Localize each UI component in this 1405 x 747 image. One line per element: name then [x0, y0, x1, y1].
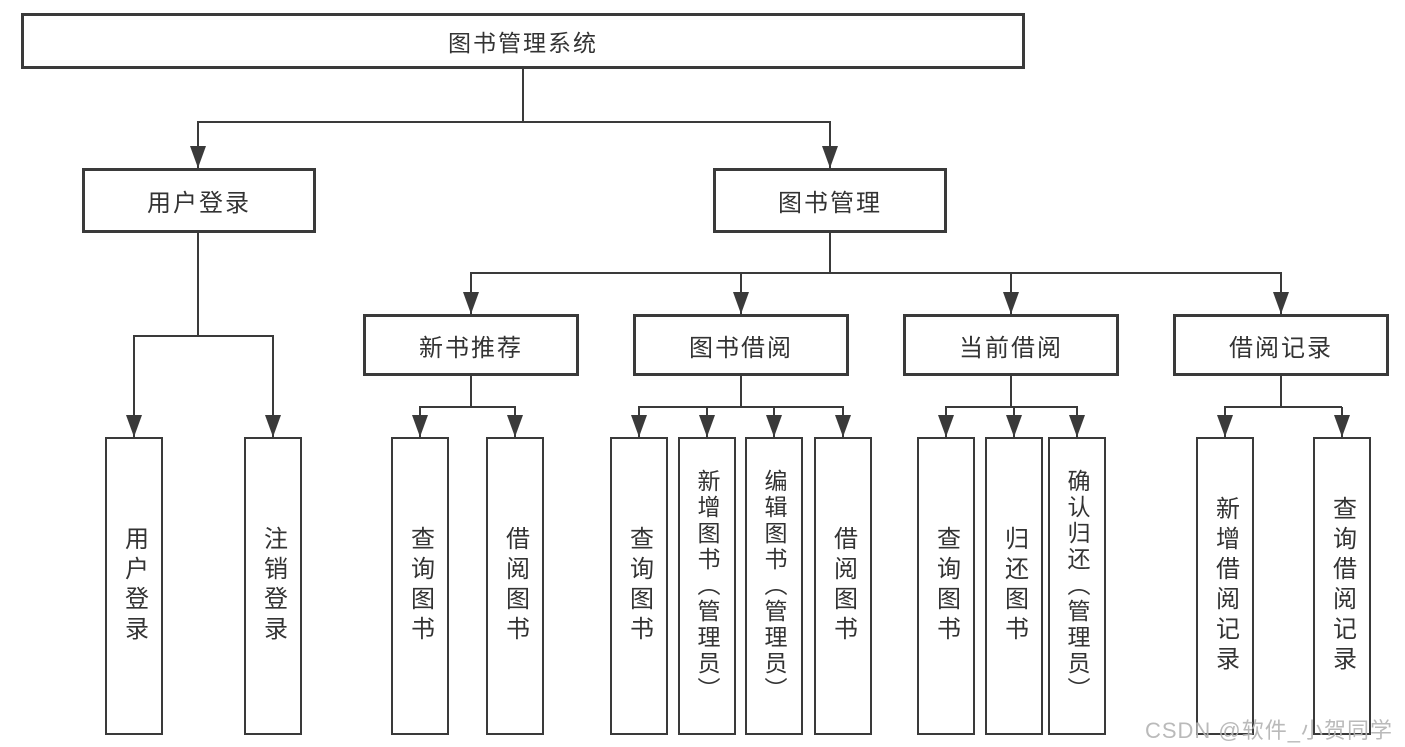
connector-stem: [1280, 376, 1282, 407]
arrowhead-down-icon: [463, 292, 479, 314]
connector-stem: [197, 122, 199, 168]
node-label: 归还图书: [1000, 526, 1028, 646]
arrowhead-down-icon: [507, 415, 523, 437]
connector-bus: [638, 406, 844, 408]
node-label: 用户登录: [147, 190, 251, 217]
connector-level3-bus: [470, 272, 1282, 274]
node-label: 注销登录: [259, 526, 287, 646]
node-label: 借阅记录: [1229, 334, 1333, 362]
node-logout: 注销登录: [244, 437, 302, 735]
node-label: 查询图书: [625, 526, 653, 646]
connector-stem: [740, 376, 742, 407]
arrowhead-down-icon: [766, 415, 782, 437]
connector-stem: [133, 336, 135, 437]
connector-stem: [272, 336, 274, 437]
arrowhead-down-icon: [1069, 415, 1085, 437]
watermark-text: CSDN @软件_小贺同学: [1144, 718, 1393, 743]
node-label: 当前借阅: [959, 334, 1063, 362]
node-label: 图书管理: [778, 190, 882, 217]
connector-bus: [945, 406, 1078, 408]
node-current-confirm-return-admin: 确认归还（管理员）: [1048, 437, 1106, 735]
node-borrow-query-books: 查询图书: [610, 437, 668, 735]
connector-bus: [133, 335, 274, 337]
node-label: 新书推荐: [419, 334, 523, 362]
node-label: 借阅图书: [501, 526, 529, 646]
arrowhead-down-icon: [1003, 292, 1019, 314]
node-records-add-record: 新增借阅记录: [1196, 437, 1254, 735]
node-book-borrow: 图书借阅: [633, 314, 849, 376]
node-borrow-edit-books-admin: 编辑图书（管理员）: [745, 437, 803, 735]
node-label: 编辑图书（管理员）: [761, 469, 787, 703]
connector-bus: [419, 406, 516, 408]
connector-stem: [197, 233, 199, 336]
node-current-query-books: 查询图书: [917, 437, 975, 735]
node-current-borrow: 当前借阅: [903, 314, 1119, 376]
connector-stem: [829, 122, 831, 168]
arrowhead-down-icon: [699, 415, 715, 437]
node-label: 图书管理系统: [448, 30, 598, 56]
node-label: 查询借阅记录: [1328, 496, 1356, 676]
node-label: 用户登录: [120, 526, 148, 646]
arrowhead-down-icon: [631, 415, 647, 437]
node-library-system: 图书管理系统: [21, 13, 1025, 69]
arrowhead-down-icon: [822, 146, 838, 168]
arrowhead-down-icon: [190, 146, 206, 168]
node-user-login-leaf: 用户登录: [105, 437, 163, 735]
arrowhead-down-icon: [938, 415, 954, 437]
arrowhead-down-icon: [265, 415, 281, 437]
arrowhead-down-icon: [412, 415, 428, 437]
node-label: 图书借阅: [689, 334, 793, 362]
connector-stem: [1010, 376, 1012, 407]
node-label: 确认归还（管理员）: [1064, 469, 1090, 703]
node-book-management: 图书管理: [713, 168, 947, 233]
node-newbook-borrow-books: 借阅图书: [486, 437, 544, 735]
connector-stem: [829, 233, 831, 273]
node-borrow-borrow-books: 借阅图书: [814, 437, 872, 735]
connector-stem: [470, 376, 472, 407]
node-label: 新增图书（管理员）: [694, 469, 720, 703]
node-newbook-query-books: 查询图书: [391, 437, 449, 735]
node-current-return-books: 归还图书: [985, 437, 1043, 735]
arrowhead-down-icon: [1273, 292, 1289, 314]
arrowhead-down-icon: [733, 292, 749, 314]
node-label: 查询图书: [932, 526, 960, 646]
node-label: 查询图书: [406, 526, 434, 646]
connector-root-stem: [522, 69, 524, 122]
node-label: 借阅图书: [829, 526, 857, 646]
arrowhead-down-icon: [1334, 415, 1350, 437]
arrowhead-down-icon: [126, 415, 142, 437]
arrowhead-down-icon: [1217, 415, 1233, 437]
connector-bus: [1224, 406, 1342, 408]
connector-level1-bus: [197, 121, 831, 123]
node-user-login: 用户登录: [82, 168, 316, 233]
node-new-book-recommend: 新书推荐: [363, 314, 579, 376]
node-borrow-add-books-admin: 新增图书（管理员）: [678, 437, 736, 735]
node-label: 新增借阅记录: [1211, 496, 1239, 676]
arrowhead-down-icon: [835, 415, 851, 437]
node-borrow-records: 借阅记录: [1173, 314, 1389, 376]
node-records-query-record: 查询借阅记录: [1313, 437, 1371, 735]
arrowhead-down-icon: [1006, 415, 1022, 437]
